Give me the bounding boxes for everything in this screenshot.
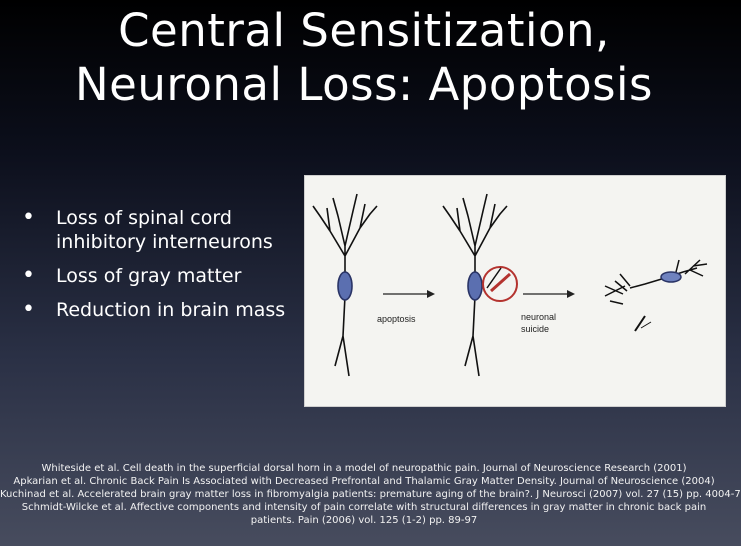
bullet-text: Loss of gray matter bbox=[56, 265, 242, 287]
neuron-diagram: apoptosis neuronal suicide bbox=[312, 193, 708, 377]
reference-item: Schmidt-Wilcke et al. Affective componen… bbox=[21, 502, 707, 526]
reference-item: Kuchinad et al. Accelerated brain gray m… bbox=[0, 489, 741, 500]
bullet-text: Loss of spinal cord inhibitory interneur… bbox=[56, 207, 273, 253]
reference-item: Apkarian et al. Chronic Back Pain Is Ass… bbox=[13, 476, 715, 487]
affected-neuron-icon bbox=[442, 193, 508, 377]
arrow-icon bbox=[383, 290, 435, 298]
label-neuronal: neuronal bbox=[521, 312, 556, 322]
references: Whiteside et al. Cell death in the super… bbox=[0, 462, 741, 527]
red-highlight-circle-icon bbox=[482, 266, 518, 302]
arrow-icon bbox=[523, 290, 575, 298]
bullet-dot-icon: • bbox=[22, 205, 35, 230]
label-suicide: suicide bbox=[521, 324, 549, 334]
bullet-dot-icon: • bbox=[22, 263, 35, 288]
bullet-item: • Loss of spinal cord inhibitory interne… bbox=[22, 206, 322, 254]
bullet-text: Reduction in brain mass bbox=[56, 299, 286, 321]
reference-item: Whiteside et al. Cell death in the super… bbox=[41, 463, 687, 474]
title-line-1: Central Sensitization, bbox=[118, 4, 610, 57]
bullet-list: • Loss of spinal cord inhibitory interne… bbox=[22, 206, 322, 332]
apoptosis-figure: apoptosis neuronal suicide bbox=[304, 175, 726, 407]
slide-title: Central Sensitization, Neuronal Loss: Ap… bbox=[0, 4, 728, 112]
healthy-neuron-icon bbox=[312, 193, 378, 377]
bullet-dot-icon: • bbox=[22, 297, 35, 322]
label-apoptosis: apoptosis bbox=[377, 314, 416, 324]
bullet-item: • Loss of gray matter bbox=[22, 264, 322, 288]
title-line-2: Neuronal Loss: Apoptosis bbox=[75, 58, 653, 111]
collapsed-neuron-icon bbox=[604, 259, 708, 332]
bullet-item: • Reduction in brain mass bbox=[22, 298, 322, 322]
